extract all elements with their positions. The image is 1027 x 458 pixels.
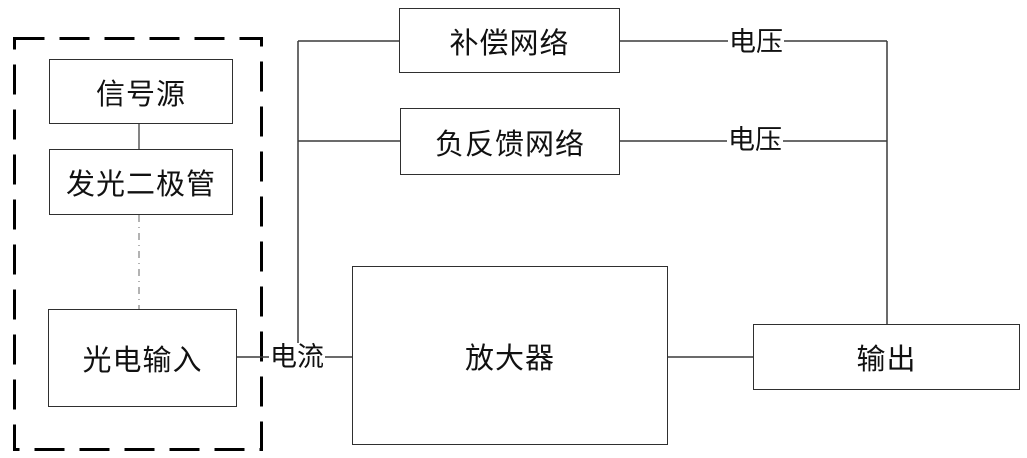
block-amplifier-label: 放大器 — [464, 342, 555, 375]
wire-label-voltage-middle: 电压 — [727, 125, 783, 155]
block-negative-feedback-network-label: 负反馈网络 — [434, 128, 585, 161]
wire-label-current: 电流 — [269, 342, 325, 372]
block-led: 发光二极管 — [49, 149, 233, 215]
block-compensation-network: 补偿网络 — [399, 8, 620, 73]
block-signal-source: 信号源 — [49, 59, 233, 124]
block-output: 输出 — [753, 324, 1020, 390]
block-compensation-network-label: 补偿网络 — [449, 27, 570, 60]
block-amplifier: 放大器 — [352, 266, 668, 445]
block-negative-feedback-network: 负反馈网络 — [400, 108, 620, 175]
block-output-label: 输出 — [856, 344, 917, 376]
dashed-group-border — [13, 37, 263, 451]
block-signal-source-label: 信号源 — [95, 78, 186, 111]
block-photo-input: 光电输入 — [48, 309, 237, 407]
wire-label-voltage-top: 电压 — [728, 27, 784, 57]
block-led-label: 发光二极管 — [65, 169, 216, 201]
block-photo-input-label: 光电输入 — [82, 345, 203, 377]
